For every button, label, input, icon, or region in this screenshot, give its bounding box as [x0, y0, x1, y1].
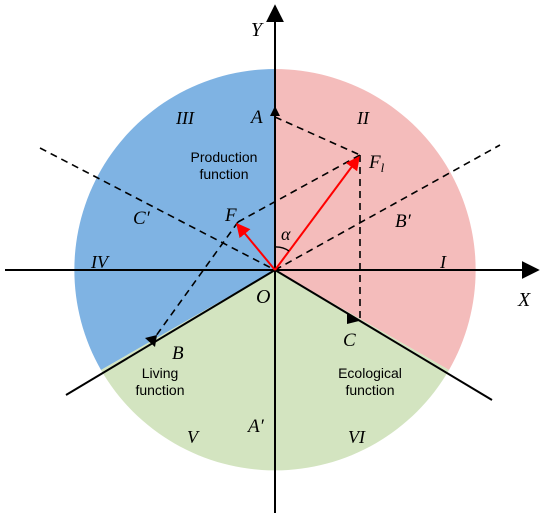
sector-III-label: III: [175, 108, 195, 128]
sector-VI-label: VI: [348, 427, 366, 447]
point-C-label: C: [343, 330, 356, 351]
point-A-label: A: [249, 107, 263, 128]
ecological-function-axis: [274, 269, 493, 401]
sector-V-label: V: [187, 427, 200, 447]
point-C-prime-label: C′: [133, 208, 151, 229]
dashed-A-to-F1: [274, 116, 361, 156]
origin-label: O: [256, 286, 270, 308]
living-function-label-line2: function: [135, 382, 184, 398]
point-A-marker: [270, 106, 280, 116]
production-function-label-line1: Production: [191, 149, 258, 165]
point-A-prime-label: A′: [246, 416, 265, 437]
x-axis-label: X: [517, 289, 531, 311]
ecological-function-label-line1: Ecological: [338, 365, 402, 381]
sector-II-label: II: [356, 108, 370, 128]
point-F1-label: Fl: [368, 152, 385, 175]
dashed-F-to-B: [152, 221, 239, 341]
angle-alpha-arc: [274, 246, 290, 252]
angle-alpha-label: α: [281, 224, 291, 244]
dashed-line-C-prime: [39, 147, 276, 271]
point-C-marker: [347, 313, 359, 324]
sector-IV-label: IV: [90, 252, 110, 272]
sector-I-label: I: [439, 252, 447, 272]
production-function-label-line2: function: [199, 166, 248, 182]
region-red-sectors-I-II: [275, 69, 476, 370]
vector-F1: [274, 155, 360, 271]
living-function-label-line1: Living: [142, 365, 179, 381]
point-B-marker: [145, 335, 157, 347]
point-B-prime-label: B′: [395, 211, 412, 232]
dashed-line-B-prime: [274, 144, 501, 271]
region-blue-production: [74, 69, 275, 370]
point-B-label: B: [172, 343, 184, 364]
vector-F: [236, 222, 276, 271]
ecological-function-label-line2: function: [345, 382, 394, 398]
point-F-label: F: [224, 205, 237, 226]
y-axis-label: Y: [251, 19, 264, 41]
living-function-axis: [65, 269, 276, 396]
